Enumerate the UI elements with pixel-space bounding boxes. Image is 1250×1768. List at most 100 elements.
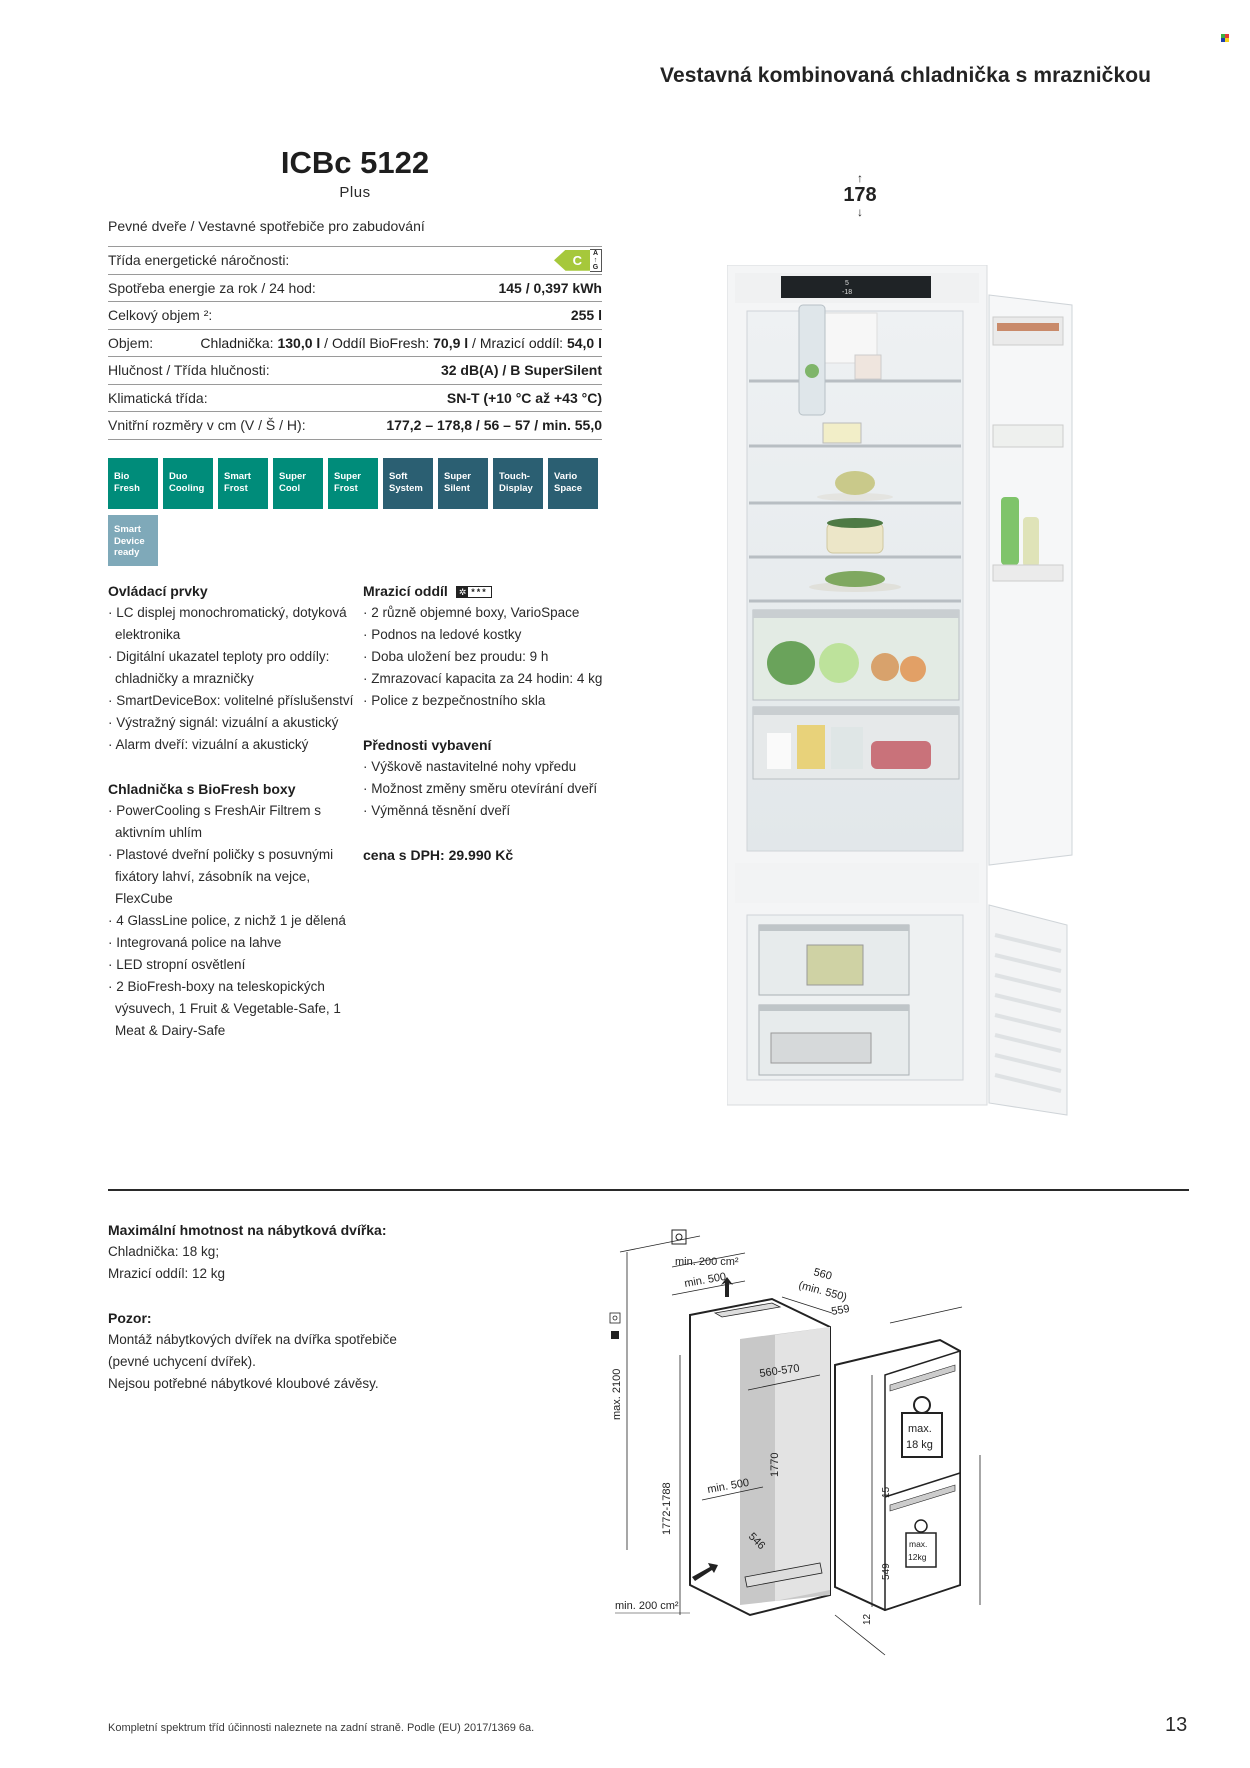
dim-gap-bottom: 12: [862, 1613, 873, 1625]
freezer-heading-text: Mrazicí oddíl: [363, 583, 448, 599]
display-temp-bottom: -18: [842, 289, 852, 296]
tile-line: Frost: [334, 482, 358, 494]
tile-line: Super: [334, 471, 361, 482]
tile-line: Fresh: [114, 482, 140, 494]
weight-fridge-kg: 18 kg: [906, 1439, 933, 1451]
scale-top: A: [592, 249, 599, 257]
warning-line: Montáž nábytkových dvířek na dvířka spot…: [108, 1332, 397, 1347]
section-divider: [108, 1189, 1189, 1191]
list-item: · 4 GlassLine police, z nichž 1 je dělen…: [108, 913, 346, 928]
dim-niche-depth-min: (min. 550): [797, 1279, 848, 1303]
footer-note: Kompletní spektrum tříd účinnosti nalezn…: [108, 1722, 535, 1734]
model-title: ICBc 5122: [280, 145, 430, 180]
list-item: · Integrovaná police na lahve: [108, 935, 282, 950]
door-weight-heading: Maximální hmotnost na nábytková dvířka:: [108, 1222, 387, 1238]
tile-line: Duo: [169, 471, 188, 482]
arrow-up-icon: ↑: [857, 171, 863, 185]
freezer-volume-value: 54,0 l: [566, 334, 602, 351]
dim-niche-height: 1772-1788: [661, 1482, 673, 1535]
tile-line: Display: [499, 482, 533, 494]
weight-freezer-kg: 12kg: [908, 1552, 927, 1562]
spec-value: SN-T (+10 °C až +43 °C): [446, 389, 602, 406]
weight-fridge-max: max.: [908, 1423, 932, 1435]
freezer-volume-label: / Mrazicí oddíl:: [468, 334, 567, 351]
energy-scale-icon: A ↑ G: [590, 248, 602, 272]
list-item: · Podnos na ledové kostky: [363, 627, 522, 642]
spec-value: 32 dB(A) / B SuperSilent: [440, 362, 602, 379]
list-item: · Police z bezpečnostního skla: [363, 693, 546, 708]
spec-label: Vnitřní rozměry v cm (V / Š / H):: [108, 417, 306, 434]
spec-label: Třída energetické náročnosti:: [108, 252, 290, 269]
spec-row-energy-class: Třída energetické náročnosti: C A ↑ G: [108, 247, 602, 275]
tile-line: System: [389, 482, 423, 494]
height-value: 178: [843, 184, 877, 206]
tile-line: Soft: [389, 471, 408, 482]
tile-line: Smart: [224, 471, 251, 482]
dim-top-vent: min. 200 cm²: [675, 1256, 739, 1268]
spec-value: 255 l: [570, 307, 602, 324]
warning-heading: Pozor:: [108, 1310, 152, 1326]
fridge-volume-label: Chladnička:: [200, 334, 278, 351]
warning-line: Nejsou potřebné nábytkové kloubové závěs…: [108, 1376, 379, 1391]
tile-line: Bio: [114, 471, 130, 482]
spec-label: Objem:: [108, 334, 154, 351]
features-right-column: Mrazicí oddíl ✲*** · 2 různě objemné box…: [363, 580, 623, 866]
tile-line: Super: [444, 471, 471, 482]
feature-tile-touchdisplay: Touch-Display: [493, 458, 543, 509]
tile-line: Silent: [444, 482, 470, 494]
spec-label: Celkový objem ²:: [108, 307, 213, 324]
list-item: · Alarm dveří: vizuální a akustický: [108, 737, 309, 752]
dim-gap-top: 15: [881, 1486, 892, 1498]
brand-logo-icon: [1221, 34, 1229, 42]
page-category-title: Vestavná kombinovaná chladnička s mrazni…: [660, 64, 1152, 87]
dim-freezer-door: 549: [881, 1563, 892, 1580]
dim-appliance-height: 1770: [769, 1453, 781, 1477]
tile-line: Touch-: [499, 471, 530, 482]
spec-row-climate-class: Klimatická třída: SN-T (+10 °C až +43 °C…: [108, 385, 602, 412]
spec-label: Hlučnost / Třída hlučnosti:: [108, 362, 270, 379]
tile-line: Smart: [114, 524, 141, 535]
list-item: · Doba uložení bez proudu: 9 h: [363, 649, 549, 664]
freezer-heading: Mrazicí oddíl ✲***: [363, 580, 623, 602]
spec-label: Klimatická třída:: [108, 389, 208, 406]
tile-line: Cool: [279, 482, 301, 494]
scale-arrow: ↑: [593, 256, 598, 264]
list-item: · Digitální ukazatel teploty pro oddíly:…: [108, 649, 330, 686]
list-item: · Výměnná těsnění dveří: [363, 803, 511, 818]
list-item: · 2 různě objemné boxy, VarioSpace: [363, 605, 580, 620]
spec-row-noise: Hlučnost / Třída hlučnosti: 32 dB(A) / B…: [108, 357, 602, 385]
energy-label-badge: C A ↑ G: [554, 248, 602, 272]
spec-table: Třída energetické náročnosti: C A ↑ G Sp…: [108, 246, 602, 440]
price: cena s DPH: 29.990 Kč: [363, 847, 514, 863]
tile-line: Super: [279, 471, 306, 482]
features-left-column: Ovládací prvky · LC displej monochromati…: [108, 580, 358, 1042]
spec-value: Chladnička: 130,0 l / Oddíl BioFresh: 70…: [200, 335, 602, 351]
door-weight-fridge: Chladnička: 18 kg;: [108, 1244, 220, 1259]
list-item: · Výstražný signál: vizuální a akustický: [108, 715, 339, 730]
arrow-down-icon: ↓: [857, 205, 863, 219]
page-number: 13: [1165, 1714, 1188, 1736]
dim-niche-width: 560-570: [759, 1362, 801, 1380]
door-type: Pevné dveře / Vestavné spotřebiče pro za…: [108, 218, 425, 234]
advantages-heading: Přednosti vybavení: [363, 737, 492, 753]
spec-row-inner-dimensions: Vnitřní rozměry v cm (V / Š / H): 177,2 …: [108, 412, 602, 440]
dim-bottom-vent: min. 200 cm²: [615, 1600, 679, 1612]
scale-bottom: G: [592, 263, 599, 271]
spec-row-total-volume: Celkový objem ²: 255 l: [108, 302, 602, 330]
height-badge: ↑ 178 ↓: [840, 172, 880, 218]
model-variant: Plus: [339, 184, 371, 201]
list-item: · 2 BioFresh-boxy na teleskopických výsu…: [108, 979, 341, 1038]
dim-niche-depth: 560: [812, 1266, 833, 1282]
installation-notes: Maximální hmotnost na nábytková dvířka: …: [108, 1219, 528, 1395]
tile-line: Frost: [224, 482, 248, 494]
tile-line: Cooling: [169, 482, 205, 494]
list-item: · Možnost změny směru otevírání dveří: [363, 781, 598, 796]
